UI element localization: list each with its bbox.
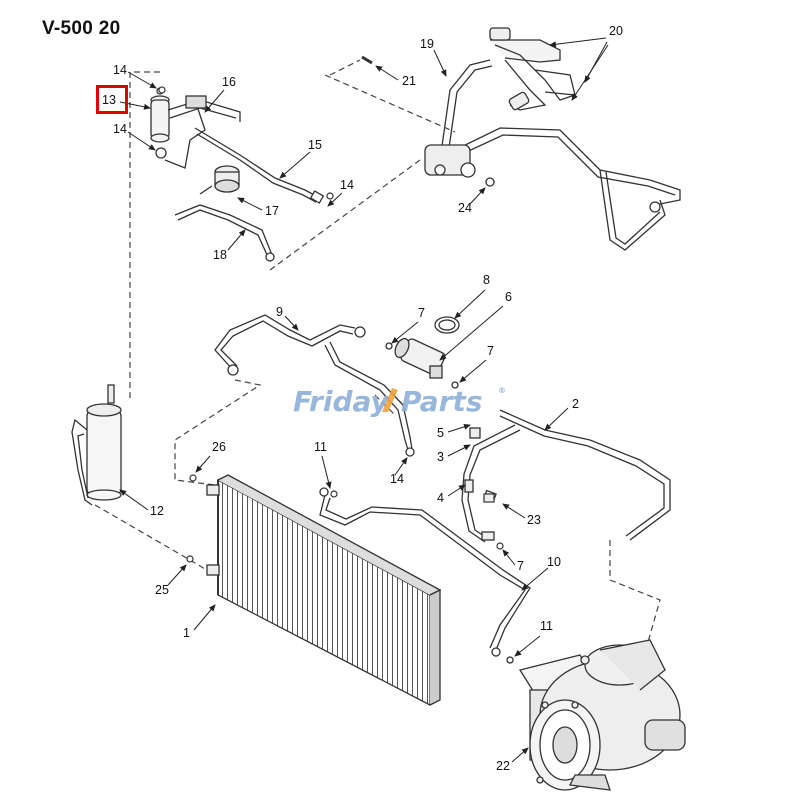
callout-24: 24 xyxy=(458,201,472,215)
callout-25: 25 xyxy=(155,583,169,597)
callout-23: 23 xyxy=(527,513,541,527)
callout-14d: 14 xyxy=(390,472,404,486)
compressor-22 xyxy=(518,639,686,791)
callout-8: 8 xyxy=(483,273,490,287)
condenser-1 xyxy=(206,474,442,707)
callout-20: 20 xyxy=(609,24,623,38)
callout-14b: 14 xyxy=(113,122,127,136)
callout-17: 17 xyxy=(265,204,279,218)
diagram-title: V-500 20 xyxy=(42,18,121,39)
small-fittings xyxy=(158,86,504,563)
callout-15: 15 xyxy=(308,138,322,152)
highlighted-callout-box xyxy=(96,85,128,114)
callout-4: 4 xyxy=(437,491,444,505)
callout-14a: 14 xyxy=(113,63,127,77)
valve-17 xyxy=(199,165,240,195)
receiver-tank-12 xyxy=(71,384,122,506)
callout-2: 2 xyxy=(572,397,579,411)
callout-7c: 7 xyxy=(517,559,524,573)
callout-11b: 11 xyxy=(540,619,553,633)
callout-7a: 7 xyxy=(418,306,425,320)
watermark-reg: ® xyxy=(498,386,506,395)
callout-10: 10 xyxy=(547,555,561,569)
callout-12: 12 xyxy=(150,504,164,518)
hose-15 xyxy=(194,127,325,204)
callout-5: 5 xyxy=(437,426,444,440)
callout-18: 18 xyxy=(213,248,227,262)
drier-6-clamp-8 xyxy=(385,316,460,389)
callout-21: 21 xyxy=(402,74,416,88)
callout-labels: 1 2 3 4 5 6 7 7 7 8 9 10 11 11 12 13 14 … xyxy=(102,24,623,773)
callout-11a: 11 xyxy=(314,440,327,454)
manifold-19-20 xyxy=(361,27,681,251)
dashed-connection-lines xyxy=(94,59,661,671)
callout-22: 22 xyxy=(496,759,510,773)
callout-1: 1 xyxy=(183,626,190,640)
callout-9: 9 xyxy=(276,305,283,319)
watermark-swoosh xyxy=(382,388,398,412)
callout-13: 13 xyxy=(102,93,116,107)
line-18 xyxy=(174,204,275,262)
watermark-text-b: Parts xyxy=(401,385,482,418)
callout-16: 16 xyxy=(222,75,236,89)
line-2 xyxy=(461,409,671,543)
line-10 xyxy=(319,487,531,664)
callout-14c: 14 xyxy=(340,178,354,192)
callout-26: 26 xyxy=(212,440,226,454)
callout-3: 3 xyxy=(437,450,444,464)
callout-6: 6 xyxy=(505,290,512,304)
watermark: Friday Parts ® xyxy=(293,385,506,418)
watermark-text-a: Friday xyxy=(293,385,391,418)
callout-19: 19 xyxy=(420,37,434,51)
callout-7b: 7 xyxy=(487,344,494,358)
